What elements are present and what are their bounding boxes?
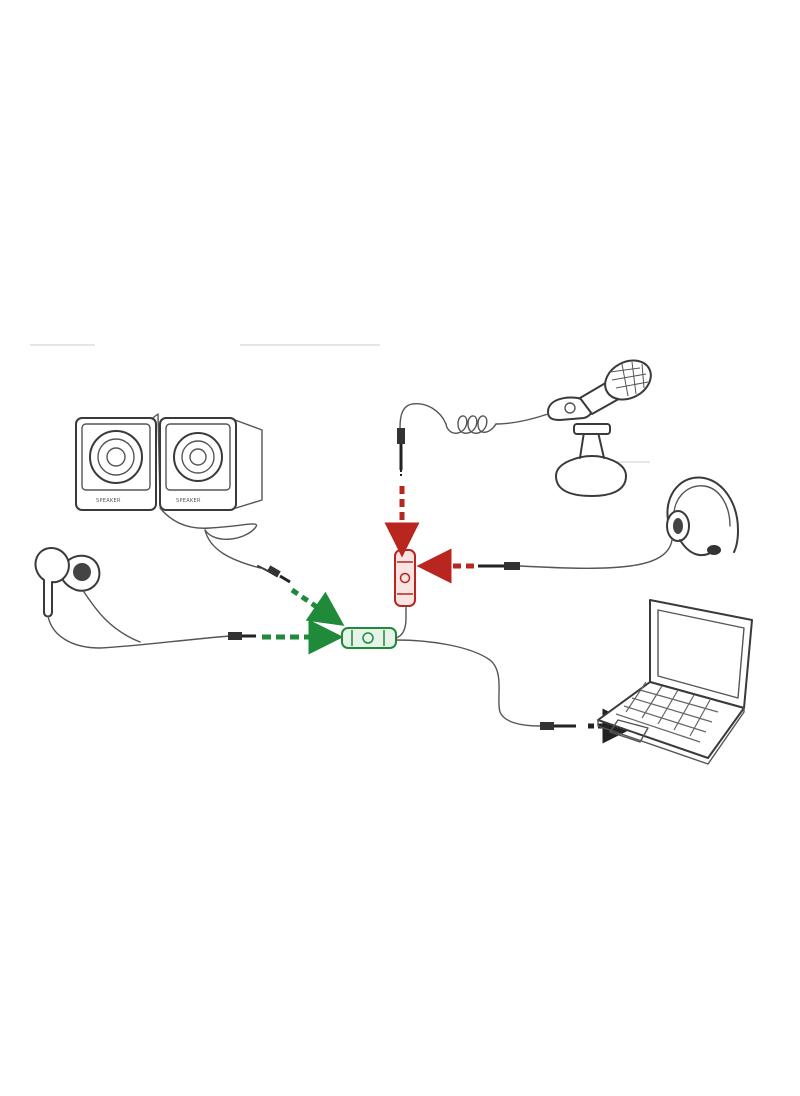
speakers-to-splitter-arrow	[290, 587, 345, 626]
audio-plug-icon	[478, 562, 520, 570]
splitter-icon	[341, 549, 541, 727]
audio-plug-icon	[397, 428, 405, 478]
speakers-icon: SPEAKER SPEAKER	[75, 413, 263, 569]
earphone-icon	[34, 547, 231, 649]
laptop-icon	[597, 599, 753, 765]
audio-plug-icon	[257, 565, 291, 584]
headset-icon	[519, 476, 739, 569]
svg-text:SPEAKER: SPEAKER	[176, 498, 201, 504]
microphone-icon	[399, 359, 652, 497]
svg-text:SPEAKER: SPEAKER	[96, 498, 121, 504]
audio-plug-icon	[540, 722, 576, 730]
audio-plug-icon	[228, 632, 256, 640]
